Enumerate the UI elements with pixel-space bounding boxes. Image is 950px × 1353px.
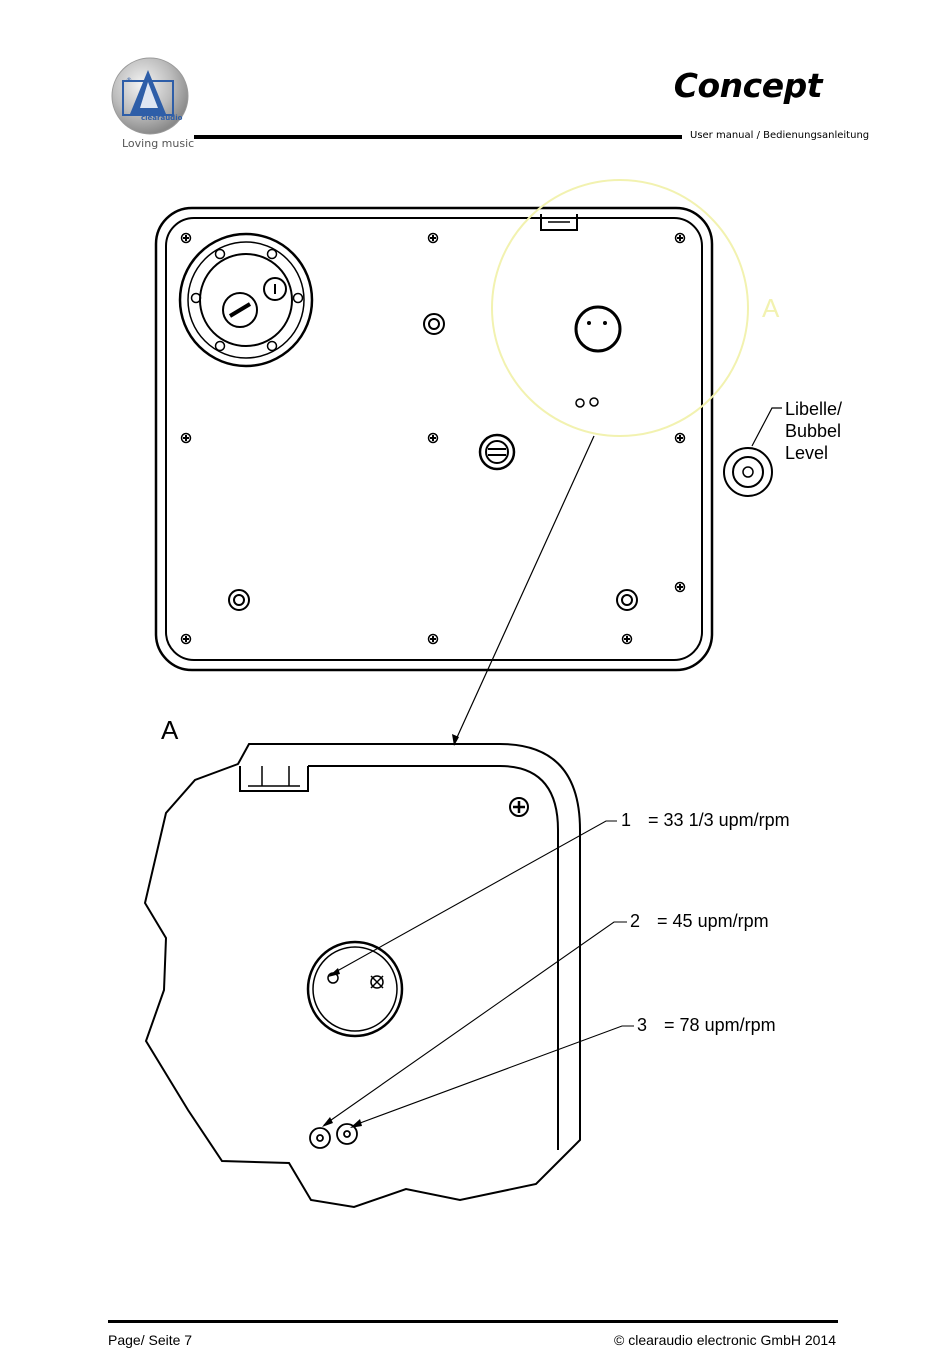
cross-screw xyxy=(427,232,439,244)
speed-text: = 45 upm/rpm xyxy=(657,911,769,931)
speed-text: = 78 upm/rpm xyxy=(664,1015,776,1035)
cross-screw-mark xyxy=(624,636,630,642)
svg-text:®: ® xyxy=(126,77,132,84)
speed-holes-detail xyxy=(309,1123,358,1149)
cross-screw xyxy=(621,633,633,645)
center-knob xyxy=(478,433,516,471)
speed-knob-detail xyxy=(306,940,404,1038)
cross-screw-mark xyxy=(430,235,436,241)
speed-selector-top-view xyxy=(574,305,622,408)
bubble-level-line-2: Bubbel xyxy=(785,421,842,441)
detail-label-top: A xyxy=(762,293,780,323)
speed-callout-2: 2 = 45 upm/rpm xyxy=(630,911,769,932)
cross-screw-mark xyxy=(183,235,189,241)
footer-divider xyxy=(108,1320,838,1323)
bubble-level-icon xyxy=(723,407,782,497)
logo-wordmark: clearaudio xyxy=(141,114,183,122)
cross-screw-mark xyxy=(430,636,436,642)
detail-highlight-circle xyxy=(491,179,749,437)
bearing-screws xyxy=(190,248,304,352)
plinth-top-view xyxy=(154,206,714,672)
detail-a-view xyxy=(143,743,581,1209)
cross-screw xyxy=(674,232,686,244)
cross-screw-mark xyxy=(430,435,436,441)
feet xyxy=(228,313,638,611)
cross-screw-mark xyxy=(183,435,189,441)
tagline: Loving music xyxy=(122,137,195,150)
cross-screw-detail xyxy=(509,797,529,817)
bubble-level-line-3: Level xyxy=(785,443,829,463)
page-number: Page/ Seite 7 xyxy=(108,1332,193,1348)
speed-callout-leaders xyxy=(323,820,634,1127)
speed-number: 3 xyxy=(637,1015,648,1035)
document-subtitle: User manual / Bedienungsanleitung xyxy=(690,130,870,141)
cross-screw xyxy=(427,633,439,645)
bubble-level-line-1: Libelle/ xyxy=(785,399,843,419)
cross-screw xyxy=(427,432,439,444)
cross-screw xyxy=(180,232,192,244)
cross-screw-mark xyxy=(183,636,189,642)
cross-screw xyxy=(180,633,192,645)
speed-number: 2 xyxy=(630,911,641,931)
speed-number: 1 xyxy=(621,810,632,830)
copyright: © clearaudio electronic GmbH 2014 xyxy=(614,1332,836,1348)
motor-pulley-assembly xyxy=(178,232,314,368)
cross-screw-mark xyxy=(677,235,683,241)
header-divider xyxy=(194,135,682,139)
detail-leader-line xyxy=(453,435,595,745)
detail-label-bottom: A xyxy=(161,715,179,745)
page-title: Concept xyxy=(673,66,823,105)
speed-text: = 33 1/3 upm/rpm xyxy=(648,810,790,830)
cross-screw-mark xyxy=(677,435,683,441)
cross-screw xyxy=(180,432,192,444)
cross-screws xyxy=(180,232,686,645)
speed-callout-3: 3 = 78 upm/rpm xyxy=(637,1015,776,1036)
cross-screw xyxy=(674,581,686,593)
cross-screw-mark xyxy=(677,584,683,590)
cross-screw xyxy=(674,432,686,444)
clearaudio-logo: ® clearaudio xyxy=(111,57,189,135)
speed-callout-1: 1 = 33 1/3 upm/rpm xyxy=(621,810,790,831)
bubble-level-label: Libelle/ Bubbel Level xyxy=(785,398,842,464)
